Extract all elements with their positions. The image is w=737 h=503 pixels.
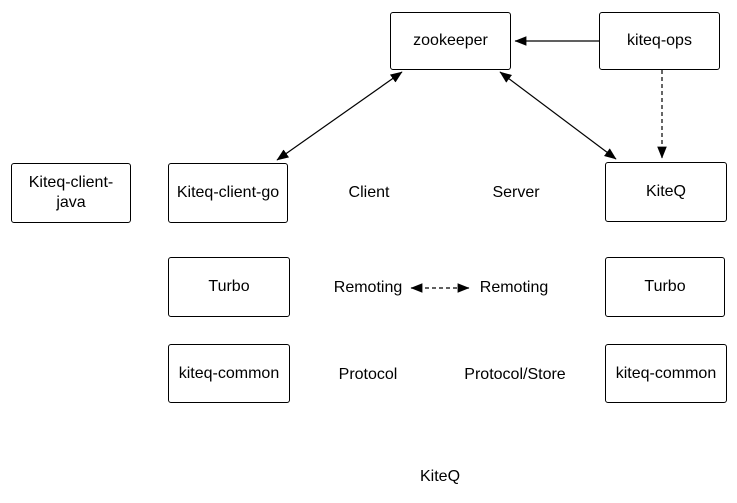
- node-turbo-client: Turbo: [168, 257, 290, 317]
- node-kiteq-client-go-label: Kiteq-client-go: [176, 184, 280, 201]
- node-kiteq-client-java: Kiteq-client-java: [11, 163, 131, 223]
- node-turbo-server-label: Turbo: [644, 278, 686, 295]
- node-kiteq-common-server: kiteq-common: [605, 344, 727, 403]
- node-turbo-client-label: Turbo: [208, 278, 250, 295]
- arrow-zookeeper-kiteq: [499, 71, 617, 160]
- label-remoting-client: Remoting: [333, 279, 403, 296]
- node-kiteq-ops: kiteq-ops: [599, 12, 720, 70]
- label-server: Server: [492, 184, 540, 201]
- label-protocol-store: Protocol/Store: [464, 366, 566, 383]
- diagram-caption: KiteQ: [419, 468, 461, 485]
- label-remoting-server: Remoting: [479, 279, 549, 296]
- node-zookeeper: zookeeper: [390, 12, 511, 70]
- node-turbo-server: Turbo: [605, 257, 725, 317]
- node-kiteq-common-client: kiteq-common: [168, 344, 290, 403]
- label-protocol: Protocol: [338, 366, 398, 383]
- node-kiteq-label: KiteQ: [645, 183, 686, 200]
- arrow-zookeeper-kiteq-client-go: [276, 71, 403, 161]
- node-zookeeper-label: zookeeper: [413, 32, 488, 49]
- node-kiteq-client-java-label: Kiteq-client-java: [28, 174, 114, 211]
- label-client: Client: [348, 184, 390, 201]
- node-kiteq-client-go: Kiteq-client-go: [168, 163, 288, 223]
- node-kiteq: KiteQ: [605, 162, 727, 222]
- node-kiteq-common-client-label: kiteq-common: [178, 364, 280, 382]
- node-kiteq-ops-label: kiteq-ops: [627, 32, 692, 49]
- node-kiteq-common-server-label: kiteq-common: [615, 364, 717, 382]
